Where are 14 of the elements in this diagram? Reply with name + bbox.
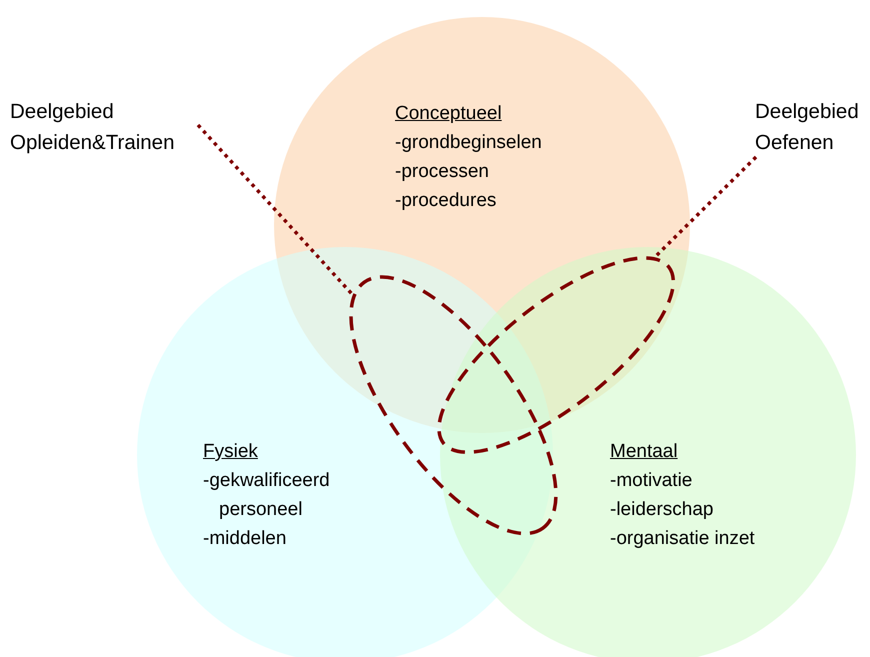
list-item: -organisatie inzet (610, 527, 756, 551)
section-heading: Mentaal (610, 440, 678, 464)
dashed-ellipse (348, 275, 558, 535)
list-item: -gekwalificeerd personeel (203, 469, 331, 522)
list-item: -leiderschap (610, 498, 714, 522)
list-item: -procedures (395, 189, 498, 213)
section-heading: Fysiek (203, 440, 258, 464)
section-heading: Conceptueel (395, 102, 502, 126)
list-item: -middelen (203, 527, 288, 551)
list-item: -grondbeginselen (395, 131, 543, 155)
callout-label: Deelgebied Opleiden&Trainen (10, 96, 200, 158)
list-item: -processen (395, 160, 490, 184)
callout-label: Deelgebied Oefenen (755, 96, 855, 158)
list-item: -motivatie (610, 469, 694, 493)
